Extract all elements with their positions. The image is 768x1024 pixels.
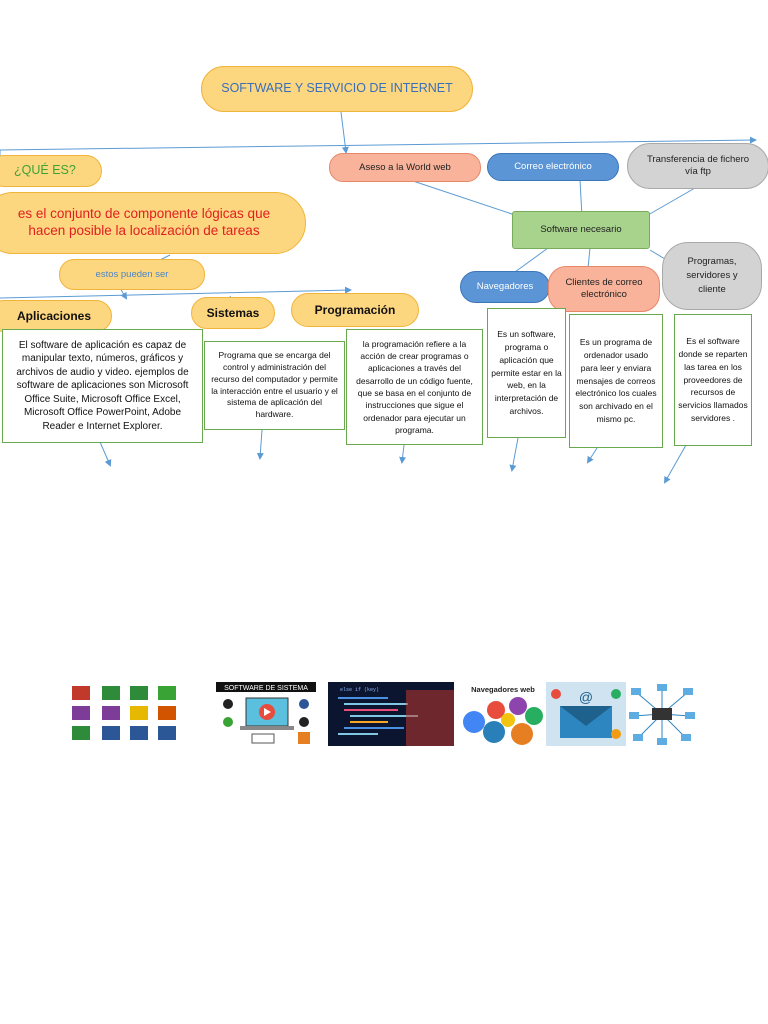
sistemas-description: Programa que se encarga del control y ad… — [204, 341, 345, 430]
service-email: Correo electrónico — [487, 153, 619, 181]
code-image: else if (key) — [328, 682, 454, 746]
system-software-caption: SOFTWARE DE SISTEMA — [224, 685, 308, 692]
hub-software-necesario: Software necesario — [512, 211, 650, 249]
connector-label: estos pueden ser — [59, 259, 205, 290]
aplicaciones-description-text: El software de aplicación es capaz de ma… — [16, 339, 189, 432]
sistemas-description-text: Programa que se encarga del control y ad… — [211, 349, 338, 420]
tool-navegadores: Navegadores — [460, 271, 550, 303]
service-ftp: Transferencia de fichero vía ftp — [627, 143, 768, 189]
programacion-description: la programación refiere a la acción de c… — [346, 329, 483, 445]
programacion-description-text: la programación refiere a la acción de c… — [356, 338, 473, 435]
main-title: SOFTWARE Y SERVICIO DE INTERNET — [201, 66, 473, 112]
category-aplicaciones: Aplicaciones — [0, 300, 112, 332]
email-at-symbol: @ — [579, 689, 593, 705]
category-programacion-label: Programación — [314, 302, 396, 317]
question-text: ¿QUÉ ES? — [14, 163, 76, 178]
definition-text: es el conjunto de componente lógicas que… — [17, 206, 271, 238]
browsers-caption: Navegadores web — [471, 685, 535, 694]
service-ftp-label: Transferencia de fichero vía ftp — [646, 154, 750, 177]
category-sistemas-label: Sistemas — [206, 305, 260, 320]
hub-label: Software necesario — [540, 224, 622, 236]
connector-text: estos pueden ser — [95, 268, 169, 280]
code-caption: else if (key) — [340, 687, 379, 693]
navegadores-description: Es un software, programa o aplicación qu… — [487, 308, 566, 438]
main-title-text: SOFTWARE Y SERVICIO DE INTERNET — [221, 81, 453, 96]
definition-bubble: es el conjunto de componente lógicas que… — [0, 192, 306, 254]
tool-navegadores-label: Navegadores — [476, 281, 534, 293]
service-world-web-label: Aseso a la World web — [359, 161, 451, 173]
question-label: ¿QUÉ ES? — [0, 155, 102, 187]
category-programacion: Programación — [291, 293, 419, 327]
service-email-label: Correo electrónico — [514, 161, 592, 173]
tool-email-clients: Clientes de correo electrónico — [548, 266, 660, 312]
system-software-image: SOFTWARE DE SISTEMA — [216, 682, 316, 746]
servers-description-text: Es el software donde se reparten las tar… — [678, 336, 748, 423]
tool-servers-label: Programas, servidores y cliente — [686, 255, 738, 296]
servers-description: Es el software donde se reparten las tar… — [674, 314, 752, 446]
office-apps-image — [68, 682, 182, 746]
category-sistemas: Sistemas — [191, 297, 275, 329]
email-clients-description-text: Es un programa de ordenador usado para l… — [575, 337, 657, 424]
network-image — [628, 682, 696, 746]
email-image: @ — [546, 682, 626, 746]
category-aplicaciones-label: Aplicaciones — [17, 308, 92, 323]
tool-servers: Programas, servidores y cliente — [662, 242, 762, 310]
email-clients-description: Es un programa de ordenador usado para l… — [569, 314, 663, 448]
tool-email-clients-label: Clientes de correo electrónico — [565, 277, 643, 300]
navegadores-description-text: Es un software, programa o aplicación qu… — [491, 329, 562, 416]
browsers-image: Navegadores web — [460, 682, 546, 746]
service-world-web: Aseso a la World web — [329, 153, 481, 182]
aplicaciones-description: El software de aplicación es capaz de ma… — [2, 329, 203, 443]
